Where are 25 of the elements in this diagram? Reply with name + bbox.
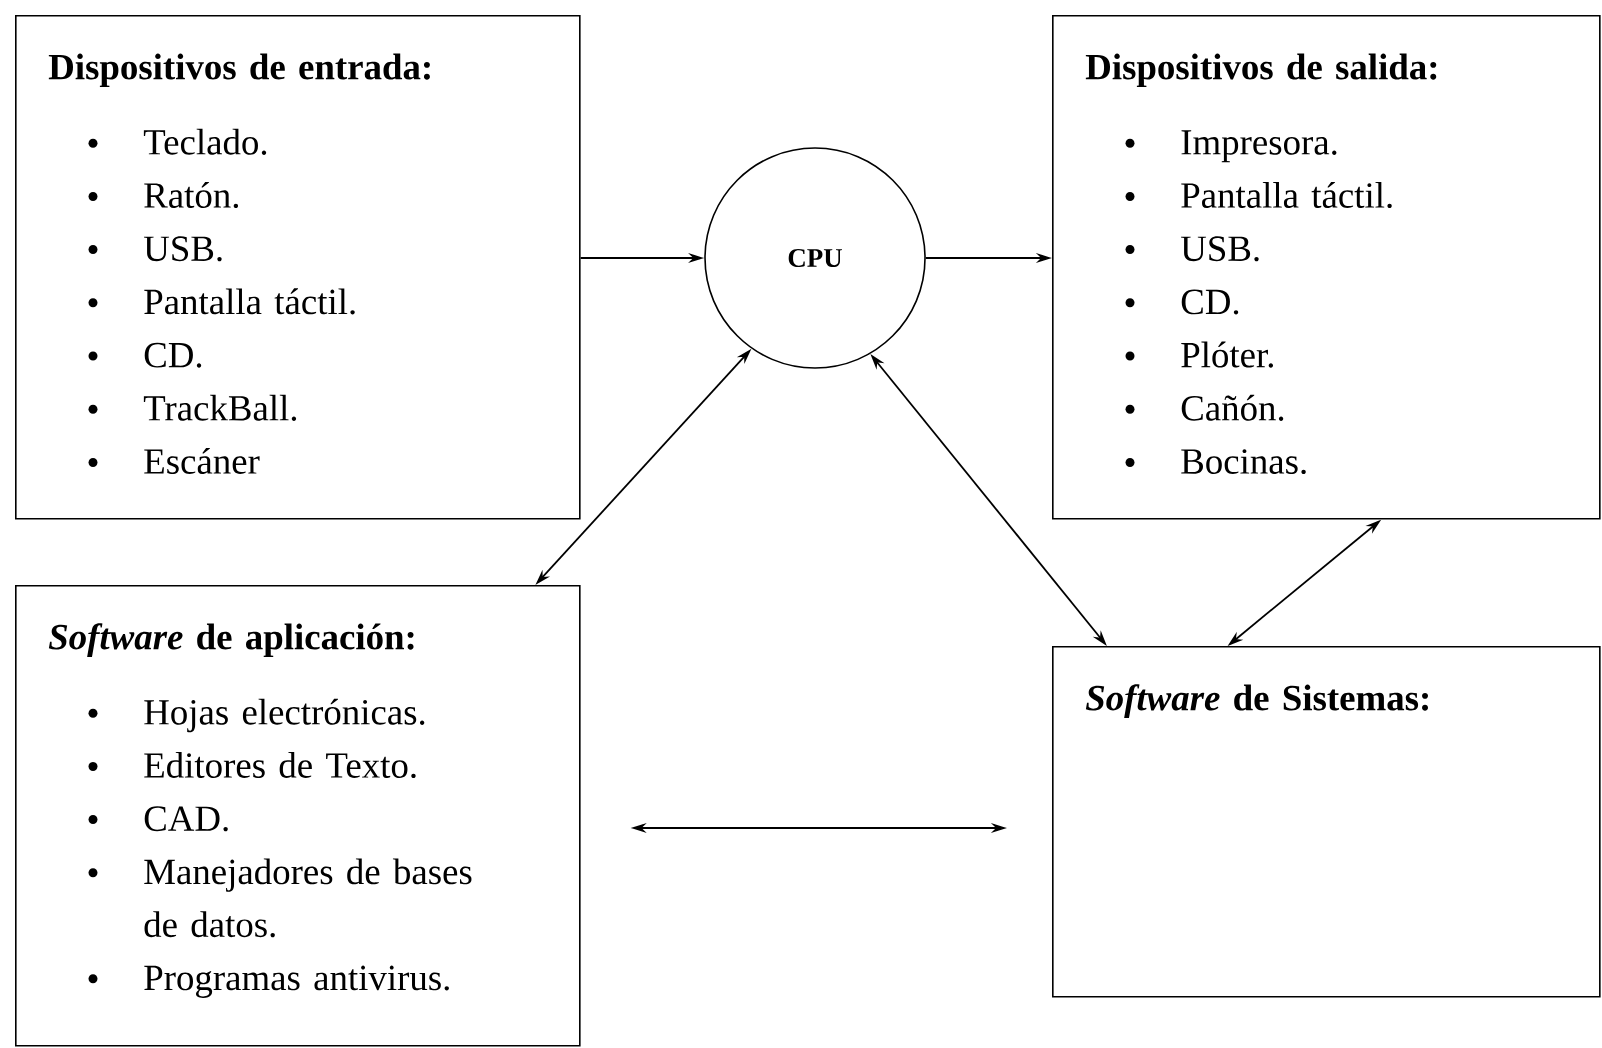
list-item: Ratón. xyxy=(144,181,239,209)
list-item: CAD. xyxy=(144,806,228,832)
list-item: Cañón. xyxy=(1181,394,1284,421)
list-item: Pantalla táctil. xyxy=(144,288,355,315)
list-item: Manejadores de bases de datos. xyxy=(144,858,472,938)
list-item: Impresora. xyxy=(1181,130,1337,163)
box-heading: Dispositivos de salida: xyxy=(1085,53,1437,87)
list-item: CD. xyxy=(144,342,202,368)
cpu-circle xyxy=(704,147,926,369)
list-item: Editores de Texto. xyxy=(144,752,416,779)
list-item: Teclado. xyxy=(143,128,267,155)
list-item: Hojas electrónicas. xyxy=(144,698,425,733)
list-item: Pantalla táctil. xyxy=(1181,181,1392,209)
list-item: USB. xyxy=(144,236,222,262)
box-heading: Software de aplicación: xyxy=(48,623,414,657)
list-item: USB. xyxy=(1181,236,1259,262)
box-heading: Software de Sistemas: xyxy=(1085,684,1428,718)
circle-label: CPU xyxy=(788,248,842,268)
box-heading: Dispositivos de entrada: xyxy=(48,53,430,87)
list-item: Bocinas. xyxy=(1181,449,1306,475)
list-item: Escáner xyxy=(144,447,260,474)
list-item: Plóter. xyxy=(1181,341,1274,368)
list-item: CD. xyxy=(1181,289,1239,315)
list-item: TrackBall. xyxy=(143,394,297,421)
list-item: Programas antivirus. xyxy=(144,965,449,998)
